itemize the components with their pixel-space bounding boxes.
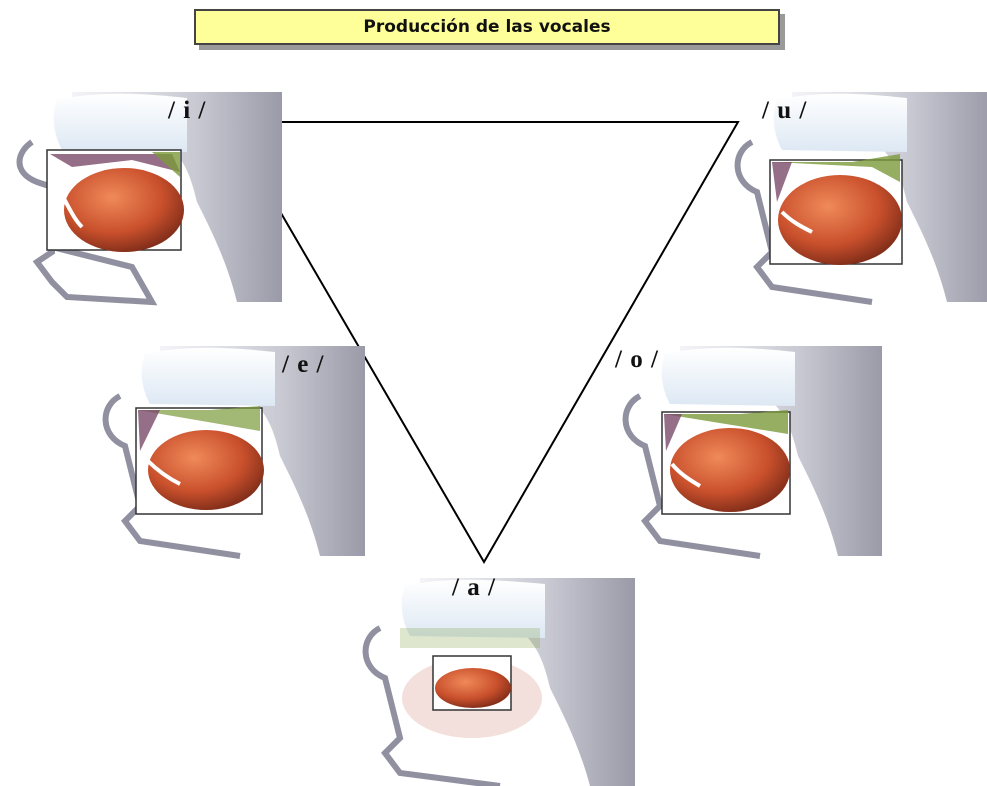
vowel-label-e: / e / <box>282 351 325 378</box>
tongue-i <box>64 168 184 252</box>
head-e <box>102 346 365 559</box>
vowel-label-a: / a / <box>452 574 496 601</box>
tongue-u <box>778 175 902 265</box>
title-banner: Producción de las vocales <box>194 9 780 45</box>
head-i <box>16 92 282 306</box>
tongue-o <box>670 428 790 512</box>
title-text: Producción de las vocales <box>363 17 611 37</box>
head-a <box>362 578 635 786</box>
vowel-label-u: / u / <box>762 97 808 124</box>
vowel-label-o: / o / <box>615 346 659 373</box>
tongue-a <box>435 668 511 708</box>
vowel-triangle <box>227 121 740 564</box>
tongue-e <box>148 430 264 510</box>
head-u <box>734 92 987 305</box>
vowel-label-i: / i / <box>168 97 207 124</box>
head-o <box>622 346 882 559</box>
